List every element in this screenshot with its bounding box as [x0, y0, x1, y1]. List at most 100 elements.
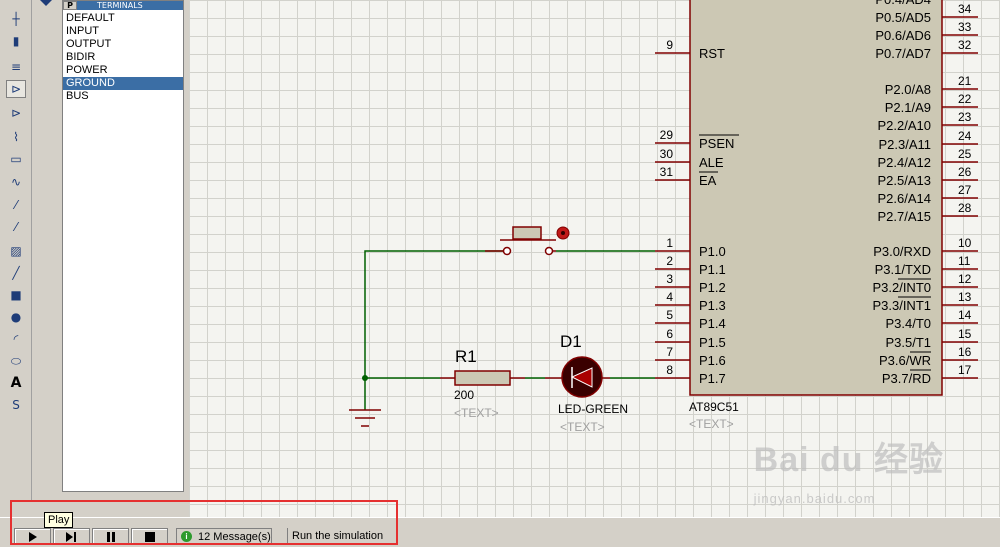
- mcu-chip-body: [689, 0, 943, 396]
- pin-label: P3.3/INT1: [872, 298, 931, 313]
- pin-label: P2.5/A13: [878, 173, 932, 188]
- terminals-title: TERMINALS: [97, 1, 143, 10]
- pin-label: P1.7: [699, 371, 726, 386]
- component-mode-icon[interactable]: ┼: [12, 12, 20, 26]
- pin-label: PSEN: [699, 136, 734, 151]
- collapse-arrow-icon[interactable]: [40, 0, 52, 6]
- wire-label-icon[interactable]: ≡: [10, 60, 22, 74]
- junction-dot: [362, 375, 368, 381]
- pin-number: 34: [958, 2, 972, 16]
- box-icon[interactable]: ■: [10, 288, 22, 302]
- pin-number: 22: [958, 92, 972, 106]
- pin-label: P3.4/T0: [885, 316, 931, 331]
- led-text-label: <TEXT>: [560, 420, 605, 434]
- pin-number: 6: [666, 327, 673, 341]
- pin-number: 24: [958, 129, 972, 143]
- device-pin-icon[interactable]: ⊳: [10, 106, 22, 120]
- pin-label: P2.3/A11: [878, 137, 931, 152]
- chip-text-label: <TEXT>: [689, 417, 734, 431]
- terminal-item-input[interactable]: INPUT: [66, 25, 99, 37]
- stop-icon: [144, 531, 155, 542]
- watermark-logo: Bai du 经验: [753, 441, 944, 479]
- info-icon: i: [181, 531, 192, 542]
- generator-icon[interactable]: ∿: [10, 175, 22, 189]
- pin-label: P2.2/A10: [878, 118, 932, 133]
- pin-label: P1.5: [699, 335, 726, 350]
- terminal-icon[interactable]: ⊳: [6, 80, 26, 98]
- resistor-ref-label: R1: [455, 347, 477, 366]
- panel-splitter[interactable]: [184, 0, 189, 492]
- button-actuator-center: [561, 231, 565, 235]
- resistor-value-label: 200: [454, 388, 474, 402]
- graph-icon[interactable]: ⌇: [13, 130, 19, 144]
- led-value-label: LED-GREEN: [558, 402, 628, 416]
- led-ref-label: D1: [560, 332, 582, 351]
- highlight-annotation: [10, 500, 398, 545]
- terminal-item-bus[interactable]: BUS: [66, 90, 89, 102]
- terminals-header: P TERMINALS: [63, 1, 183, 10]
- circle-icon[interactable]: ●: [10, 310, 22, 324]
- button-contact: [502, 246, 512, 256]
- pin-number: 9: [666, 38, 673, 52]
- pin-number: 12: [958, 272, 972, 286]
- terminal-item-default[interactable]: DEFAULT: [66, 12, 115, 24]
- junction-icon[interactable]: ▮: [12, 34, 20, 48]
- pin-label: P1.4: [699, 316, 726, 331]
- pin-label: P2.7/A15: [878, 209, 932, 224]
- pin-number: 13: [958, 290, 972, 304]
- pin-number: 7: [666, 345, 673, 359]
- pin-number: 17: [958, 363, 972, 377]
- pin-label: P3.7/RD: [882, 371, 931, 386]
- pin-label: P0.4/AD4: [875, 0, 931, 7]
- path-icon[interactable]: ⬭: [10, 353, 22, 368]
- pause-icon: [106, 531, 115, 542]
- virtual-instrument-icon[interactable]: ▨: [10, 244, 22, 258]
- button-contact: [544, 246, 554, 256]
- pin-label: EA: [699, 173, 717, 188]
- line-icon[interactable]: ╱: [12, 266, 20, 280]
- pin-number: 11: [958, 254, 971, 268]
- pin-label: P3.0/RXD: [873, 244, 931, 259]
- terminal-item-ground[interactable]: GROUND: [63, 77, 183, 90]
- status-text: Run the simulation: [287, 528, 387, 545]
- simulation-controls: [14, 528, 168, 545]
- pin-label: P1.6: [699, 353, 726, 368]
- voltage-probe-icon[interactable]: ⁄: [14, 198, 17, 212]
- pin-number: 8: [666, 363, 673, 377]
- resistor-body: [454, 370, 511, 386]
- led-diode-icon: [570, 367, 593, 388]
- current-probe-icon[interactable]: ⁄: [14, 220, 17, 234]
- pin-number: 2: [666, 254, 673, 268]
- terminal-item-output[interactable]: OUTPUT: [66, 38, 112, 50]
- pin-label: P3.6/WR: [879, 353, 931, 368]
- pin-label: P0.6/AD6: [875, 28, 931, 43]
- button-cap: [512, 226, 542, 240]
- pick-devices-button[interactable]: P: [63, 1, 77, 10]
- terminal-item-power[interactable]: POWER: [66, 64, 108, 76]
- symbol-icon[interactable]: S: [12, 398, 20, 412]
- pin-number: 4: [666, 290, 673, 304]
- pin-number: 23: [958, 110, 972, 124]
- pin-label: P0.7/AD7: [875, 46, 931, 61]
- pin-label: P0.5/AD5: [875, 10, 931, 25]
- schematic-drawing: 9RST29PSEN30ALE31EA1P1.02P1.13P1.24P1.35…: [349, 0, 978, 434]
- pin-number: 26: [958, 165, 972, 179]
- arc-icon[interactable]: ◜: [13, 332, 19, 346]
- pin-number: 14: [958, 308, 972, 322]
- pin-number: 28: [958, 201, 972, 215]
- terminal-item-bidir[interactable]: BIDIR: [66, 51, 96, 63]
- pin-label: RST: [699, 46, 725, 61]
- pin-label: P1.2: [699, 280, 726, 295]
- pin-number: 32: [958, 38, 972, 52]
- pin-label: P2.4/A12: [878, 155, 932, 170]
- pin-label: P1.0: [699, 244, 726, 259]
- resistor-text-label: <TEXT>: [454, 406, 499, 420]
- text-icon[interactable]: A: [10, 375, 22, 391]
- pin-label: P1.1: [699, 262, 726, 277]
- tape-recorder-icon[interactable]: ▭: [10, 152, 22, 166]
- pin-label: ALE: [699, 155, 724, 170]
- pin-label: P2.1/A9: [885, 100, 931, 115]
